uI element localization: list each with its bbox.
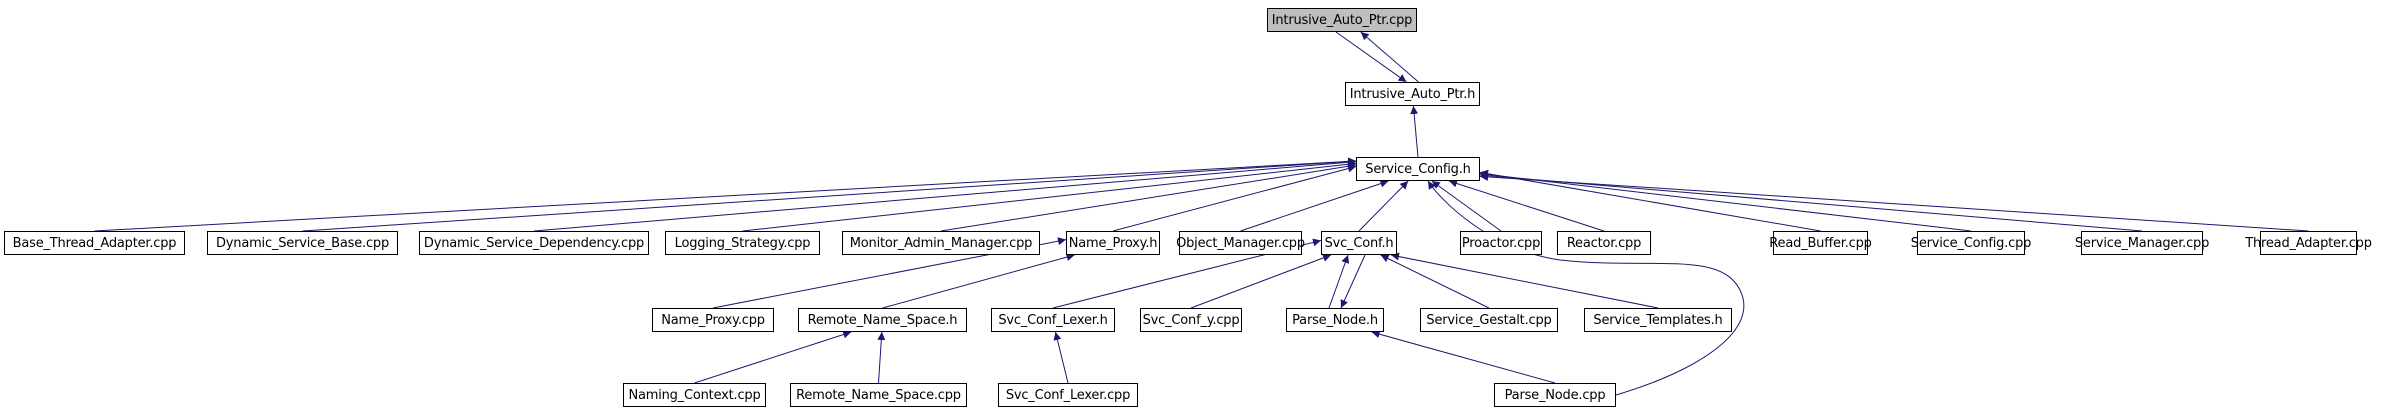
node-read-buffer-cpp[interactable]: Read_Buffer.cpp [1769, 231, 1872, 255]
node-parse-node-h[interactable]: Parse_Node.h [1286, 308, 1384, 332]
node-dynamic-service-dependency-cpp[interactable]: Dynamic_Service_Dependency.cpp [419, 231, 649, 255]
edge-remote_name_space_cpp-to-remote_name_space_h [877, 331, 886, 384]
edge-proactor-to-service_config_h [1431, 180, 1502, 232]
edge-name_proxy_h-to-service_config_h [1112, 164, 1357, 232]
node-reactor-cpp[interactable]: Reactor.cpp [1557, 231, 1651, 255]
edge-svc_conf_lexer_cpp-to-svc_conf_lexer_h [1053, 331, 1069, 384]
edge-service_config_cpp-to-service_config_h [1479, 170, 1972, 232]
node-svc-conf-lexer-h[interactable]: Svc_Conf_Lexer.h [991, 308, 1115, 332]
node-name-proxy-h[interactable]: Name_Proxy.h [1066, 231, 1160, 255]
node-service-gestalt-cpp[interactable]: Service_Gestalt.cpp [1420, 308, 1558, 332]
node-service-templates-h[interactable]: Service_Templates.h [1584, 308, 1732, 332]
edge-parse_node_cpp-to-service_config_h [1427, 180, 1745, 396]
edge-service_manager-to-service_config_h [1479, 171, 2143, 232]
edge-parse_node_cpp-to-parse_node_h [1371, 330, 1556, 384]
node-thread-adapter-cpp[interactable]: Thread_Adapter.cpp [2245, 231, 2372, 255]
node-service-manager-cpp[interactable]: Service_Manager.cpp [2075, 231, 2209, 255]
edge-intrusive_cpp-to-intrusive_h [1335, 31, 1407, 83]
edge-read_buffer-to-service_config_h [1479, 169, 1821, 232]
edge-logging_strategy-to-service_config_h [742, 160, 1357, 232]
node-object-manager-cpp[interactable]: Object_Manager.cpp [1176, 231, 1305, 255]
edge-dynamic_service_dependency-to-service_config_h [533, 158, 1357, 232]
node-intrusive-auto-ptr-cpp[interactable]: Intrusive_Auto_Ptr.cpp [1267, 8, 1417, 32]
node-monitor-admin-manager-cpp[interactable]: Monitor_Admin_Manager.cpp [842, 231, 1040, 255]
edge-intrusive_h-to-intrusive_cpp [1360, 31, 1419, 83]
edge-service_templates_h-to-svc_conf_h [1390, 252, 1659, 309]
edge-monitor_admin_manager-to-service_config_h [940, 162, 1357, 232]
edge-service_config_h-to-intrusive_h [1410, 105, 1419, 158]
node-proactor-cpp[interactable]: Proactor.cpp [1460, 231, 1542, 255]
node-remote-name-space-h[interactable]: Remote_Name_Space.h [798, 308, 967, 332]
edge-base_thread_adapter-to-service_config_h [94, 157, 1357, 232]
node-parse-node-cpp[interactable]: Parse_Node.cpp [1494, 383, 1616, 407]
edge-svc_conf_y-to-svc_conf_h [1190, 254, 1332, 309]
node-remote-name-space-cpp[interactable]: Remote_Name_Space.cpp [790, 383, 967, 407]
edge-remote_name_space_h-to-name_proxy_h [882, 253, 1075, 309]
edge-reactor-to-service_config_h [1448, 179, 1605, 232]
edge-object_manager-to-service_config_h [1240, 179, 1389, 232]
edge-dynamic_service_base-to-service_config_h [302, 157, 1357, 232]
edge-service_gestalt-to-svc_conf_h [1380, 254, 1490, 309]
node-svc-conf-lexer-cpp[interactable]: Svc_Conf_Lexer.cpp [998, 383, 1138, 407]
node-name-proxy-cpp[interactable]: Name_Proxy.cpp [652, 308, 774, 332]
node-service-config-cpp[interactable]: Service_Config.cpp [1911, 231, 2031, 255]
edge-svc_conf_h-to-parse_node_h [1340, 254, 1366, 309]
node-service-config-h[interactable]: Service_Config.h [1356, 157, 1480, 181]
edge-thread_adapter-to-service_config_h [1479, 172, 2309, 232]
edge-svc_conf_h-to-service_config_h [1358, 180, 1409, 232]
node-logging-strategy-cpp[interactable]: Logging_Strategy.cpp [665, 231, 820, 255]
node-base-thread-adapter-cpp[interactable]: Base_Thread_Adapter.cpp [4, 231, 185, 255]
node-svc-conf-y-cpp[interactable]: Svc_Conf_y.cpp [1140, 308, 1242, 332]
node-svc-conf-h[interactable]: Svc_Conf.h [1321, 231, 1397, 255]
edge-parse_node_h-to-svc_conf_h [1328, 254, 1350, 309]
edge-naming_context-to-remote_name_space_h [694, 330, 852, 384]
node-intrusive-auto-ptr-h[interactable]: Intrusive_Auto_Ptr.h [1345, 82, 1480, 106]
node-dynamic-service-base-cpp[interactable]: Dynamic_Service_Base.cpp [207, 231, 398, 255]
node-naming-context-cpp[interactable]: Naming_Context.cpp [623, 383, 766, 407]
